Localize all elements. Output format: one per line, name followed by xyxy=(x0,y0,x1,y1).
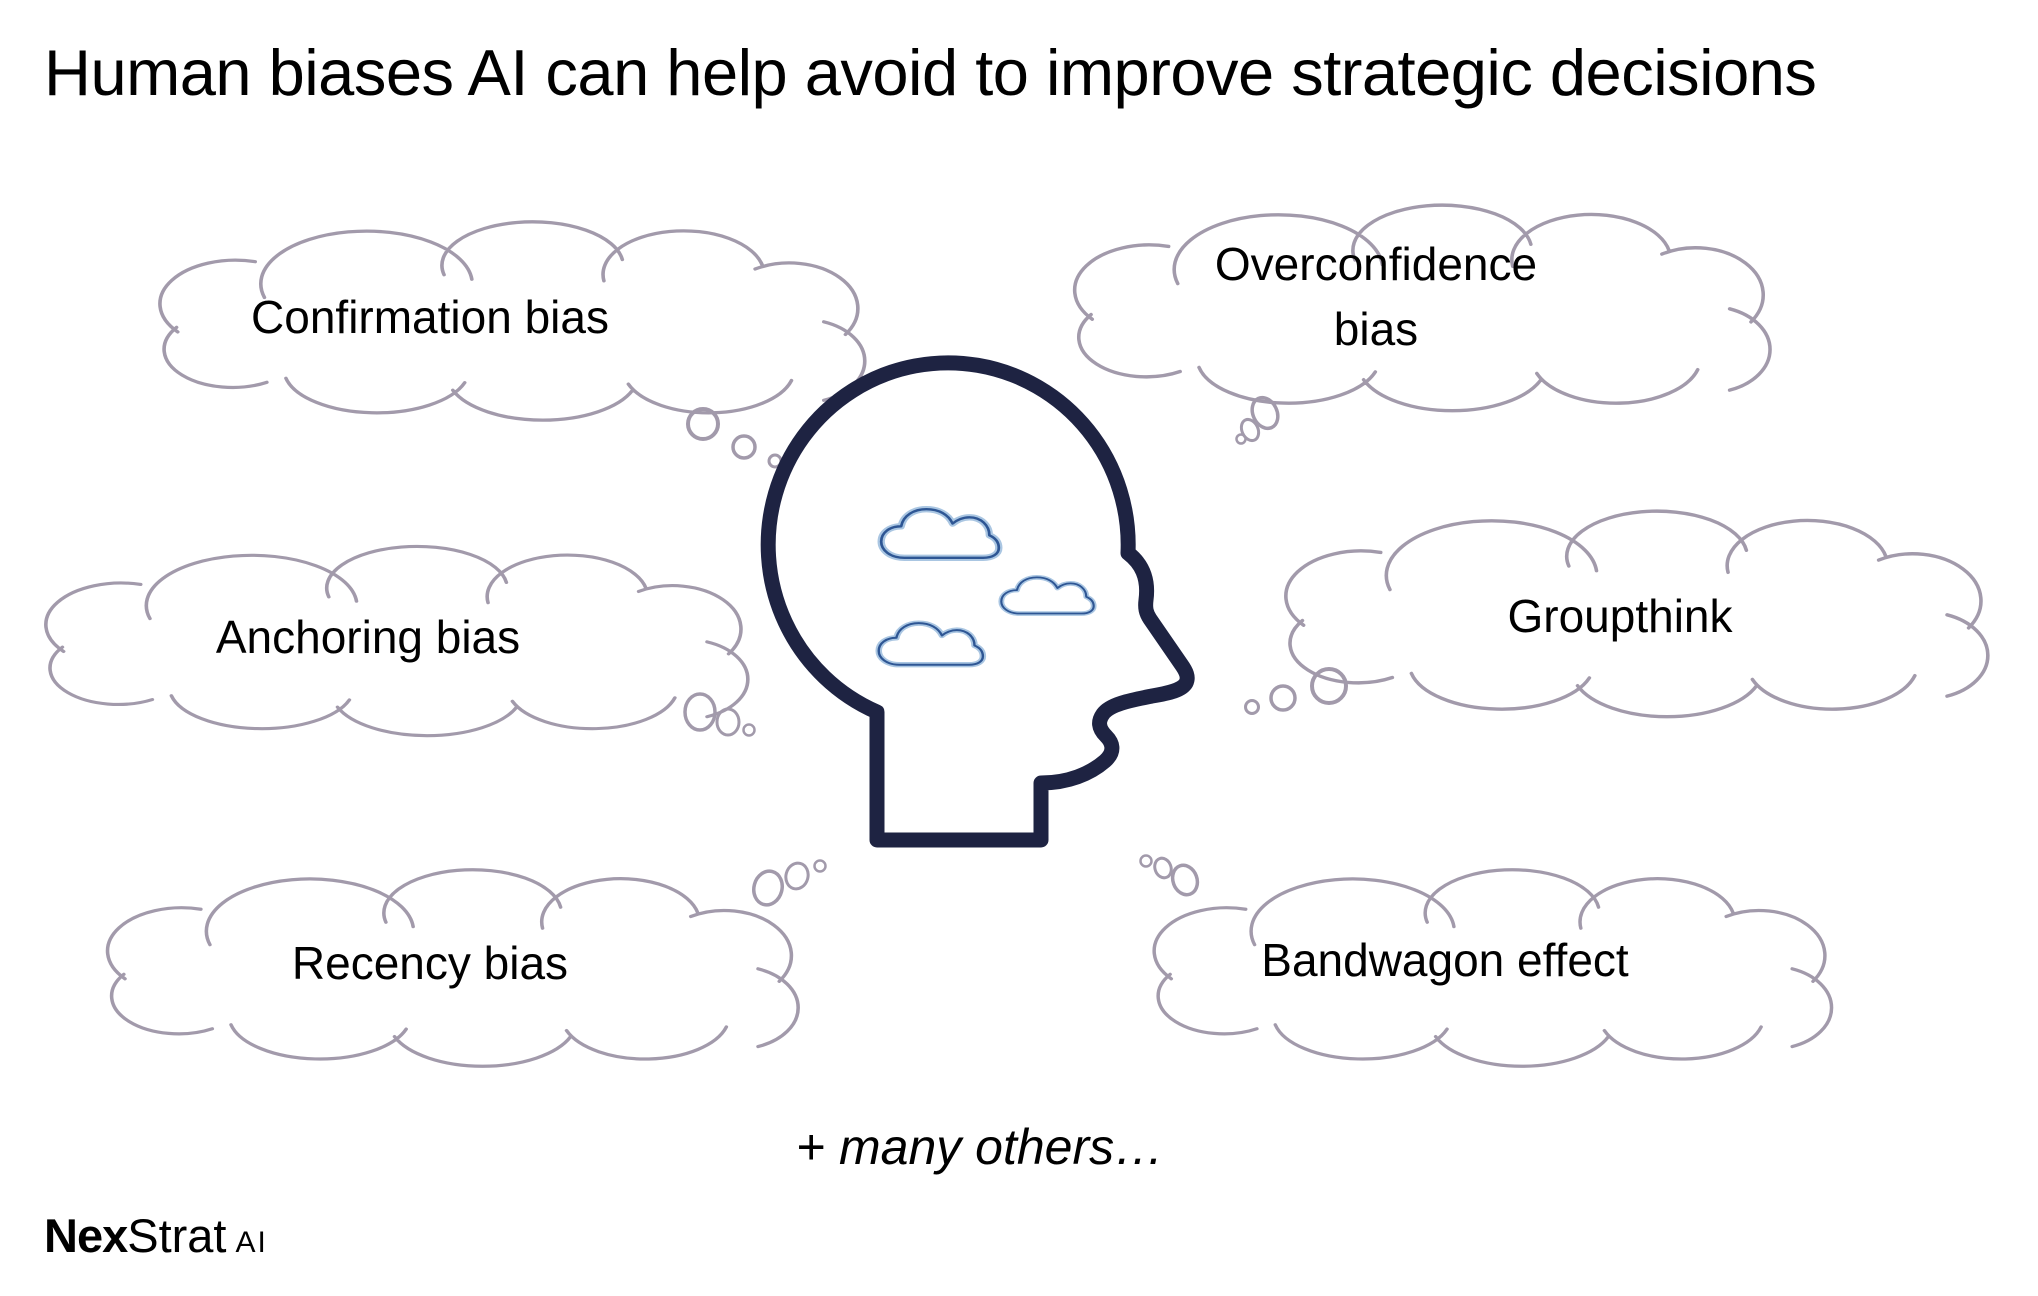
cloud-icon xyxy=(881,509,999,558)
cloud-label-confirmation-bias: Confirmation bias xyxy=(251,291,609,343)
brand-logo-nex: Nex xyxy=(44,1209,128,1262)
thought-bubble-trail-groupthink xyxy=(1244,667,1348,715)
thought-bubble-trail-anchoring xyxy=(683,692,756,737)
cloud-label-groupthink: Groupthink xyxy=(1507,590,1733,642)
thought-bubble-trail-recency xyxy=(752,859,827,907)
cloud-icon xyxy=(879,623,983,665)
cloud-label-anchoring-bias: Anchoring bias xyxy=(215,611,521,663)
thought-bubble-trail-overconfidence xyxy=(1235,395,1280,445)
cloud-label-bandwagon-effect: Bandwagon effect xyxy=(1261,934,1629,986)
tagline: + many others… xyxy=(795,1119,1165,1175)
cloud-icon xyxy=(1001,577,1093,613)
cloud-label-line-1: Overconfidence xyxy=(1214,238,1538,290)
cloud-label-line-2: bias xyxy=(1333,303,1419,355)
head-profile-icon xyxy=(760,355,1195,848)
cloud-label-recency-bias: Recency bias xyxy=(291,937,569,989)
thought-bubble-trail-bandwagon xyxy=(1139,854,1200,897)
page-title: Human biases AI can help avoid to improv… xyxy=(44,36,1817,109)
thought-bubble-trail-confirmation xyxy=(686,407,783,469)
brand-logo-strat: Strat xyxy=(127,1209,227,1262)
cloud-label-overconfidence-bias: Overconfidence bias xyxy=(1076,232,1676,362)
brand-logo-ai: AI xyxy=(235,1226,268,1259)
